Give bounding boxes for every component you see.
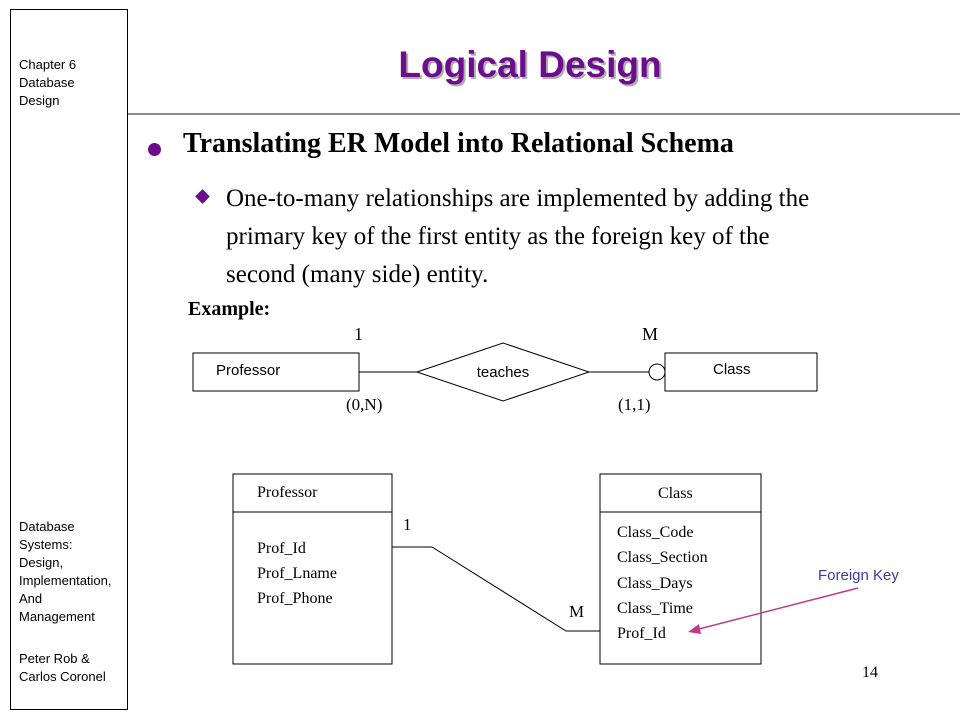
page-number: 14 xyxy=(862,664,878,681)
example-label: Example: xyxy=(188,298,271,320)
professor-attr-lname: Prof_Lname xyxy=(257,565,337,582)
optional-circle-icon xyxy=(648,363,666,381)
class-attr-code: Class_Code xyxy=(617,524,693,541)
table-class-name: Class xyxy=(658,485,693,502)
sidebar-panel: Chapter 6 Database Design Database Syste… xyxy=(10,9,128,710)
sub-bullet-text: One-to-many relationships are implemente… xyxy=(226,185,810,288)
foreign-key-arrow xyxy=(694,587,859,631)
class-attr-time: Class_Time xyxy=(617,600,693,617)
entity-class-label: Class xyxy=(713,361,751,378)
arrowhead-icon xyxy=(688,624,701,634)
participation-left: (0,N) xyxy=(346,395,382,414)
cardinality-one: 1 xyxy=(354,324,363,344)
entity-class-box xyxy=(664,352,818,392)
entity-professor-label: Professor xyxy=(216,362,280,379)
class-attr-prof-id: Prof_Id xyxy=(617,625,666,642)
table-class xyxy=(599,473,762,665)
authors: Peter Rob & Carlos Coronel xyxy=(19,651,106,684)
connector-cardinality-one: 1 xyxy=(403,515,412,534)
class-attr-days: Class_Days xyxy=(617,575,693,592)
class-attr-section: Class_Section xyxy=(617,549,708,566)
professor-attr-phone: Prof_Phone xyxy=(257,590,333,607)
foreign-key-label: Foreign Key xyxy=(818,567,899,584)
main-bullet: Translating ER Model into Relational Sch… xyxy=(183,128,734,159)
relational-diagram: Professor Prof_Id Prof_Lname Prof_Phone … xyxy=(232,473,899,665)
table-professor-name: Professor xyxy=(257,484,318,501)
title-divider xyxy=(128,113,960,115)
participation-right: (1,1) xyxy=(618,395,651,414)
connector-cardinality-many: M xyxy=(569,602,584,621)
slide-title: Logical Design xyxy=(398,44,662,85)
bullet-dot-icon xyxy=(148,143,161,156)
professor-attr-id: Prof_Id xyxy=(257,540,306,557)
table-professor xyxy=(232,473,393,665)
relationship-label: teaches xyxy=(477,364,530,381)
cardinality-many: M xyxy=(642,324,658,344)
er-diagram: Professor teaches Class 1 M (0,N) (1,1) xyxy=(192,324,818,414)
book-title: Database Systems: Design, Implementation… xyxy=(19,519,112,624)
relationship-connector xyxy=(392,546,600,632)
chapter-label: Chapter 6 Database Design xyxy=(19,57,77,108)
